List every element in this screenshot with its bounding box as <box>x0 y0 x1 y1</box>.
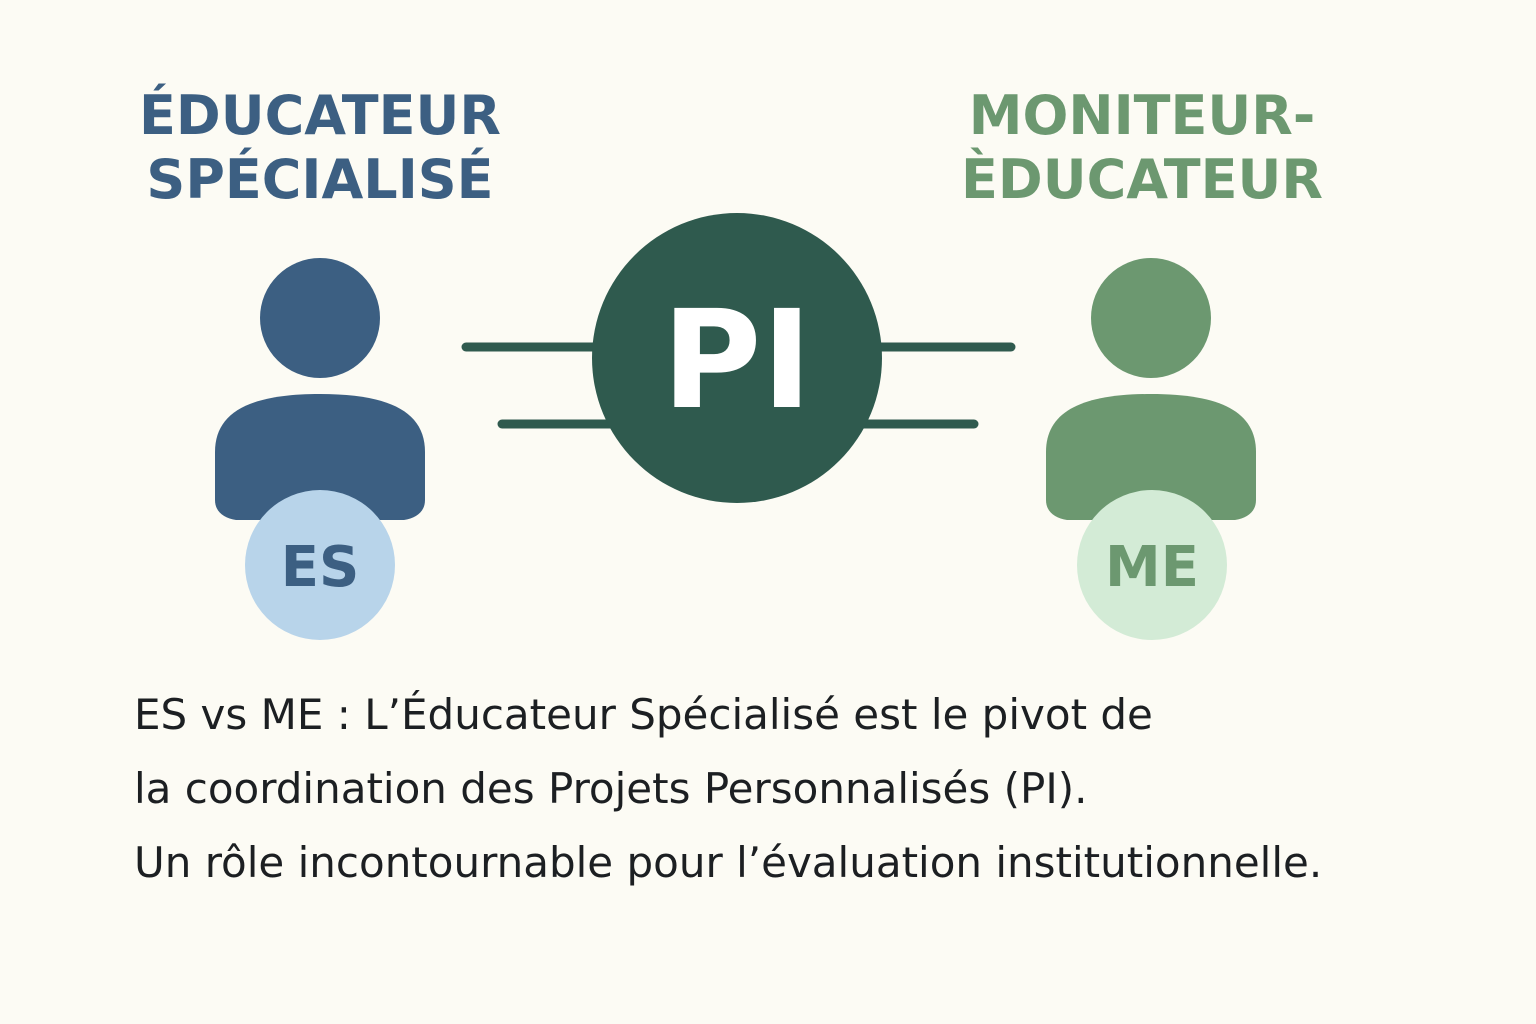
es-badge-label: ES <box>281 535 360 600</box>
caption-line-2: la coordination des Projets Personnalisé… <box>134 764 1088 813</box>
me-badge: ME <box>1077 490 1227 640</box>
es-person-icon <box>215 258 425 520</box>
pi-hub-label: PI <box>662 282 812 440</box>
caption: ES vs ME : L’Éducateur Spécialisé est le… <box>134 678 1514 900</box>
pi-hub-circle <box>592 213 882 503</box>
me-title-line-1: MONITEUR- <box>968 84 1316 147</box>
me-person-icon <box>1046 258 1256 520</box>
es-person-head <box>260 258 380 378</box>
es-role-title: ÉDUCATEUR SPÉCIALISÉ <box>120 84 520 212</box>
pi-hub: PI <box>592 213 882 503</box>
me-person-body <box>1046 394 1256 520</box>
es-person-body <box>215 394 425 520</box>
es-title-line-2: SPÉCIALISÉ <box>146 148 494 211</box>
caption-line-3: Un rôle incontournable pour l’évaluation… <box>134 838 1323 887</box>
caption-line-1-text: : L’Éducateur Spécialisé est le pivot de <box>323 690 1153 739</box>
caption-lead: ES vs ME <box>134 690 324 739</box>
es-badge-circle <box>245 490 395 640</box>
caption-line-1: ES vs ME : L’Éducateur Spécialisé est le… <box>134 678 1514 752</box>
me-badge-label: ME <box>1105 535 1199 600</box>
es-title-line-1: ÉDUCATEUR <box>139 84 501 147</box>
me-title-line-2: ÈDUCATEUR <box>961 148 1323 211</box>
me-person-head <box>1091 258 1211 378</box>
es-badge: ES <box>245 490 395 640</box>
me-role-title: MONITEUR- ÈDUCATEUR <box>942 84 1342 212</box>
connector-lines <box>461 342 1016 429</box>
me-badge-circle <box>1077 490 1227 640</box>
